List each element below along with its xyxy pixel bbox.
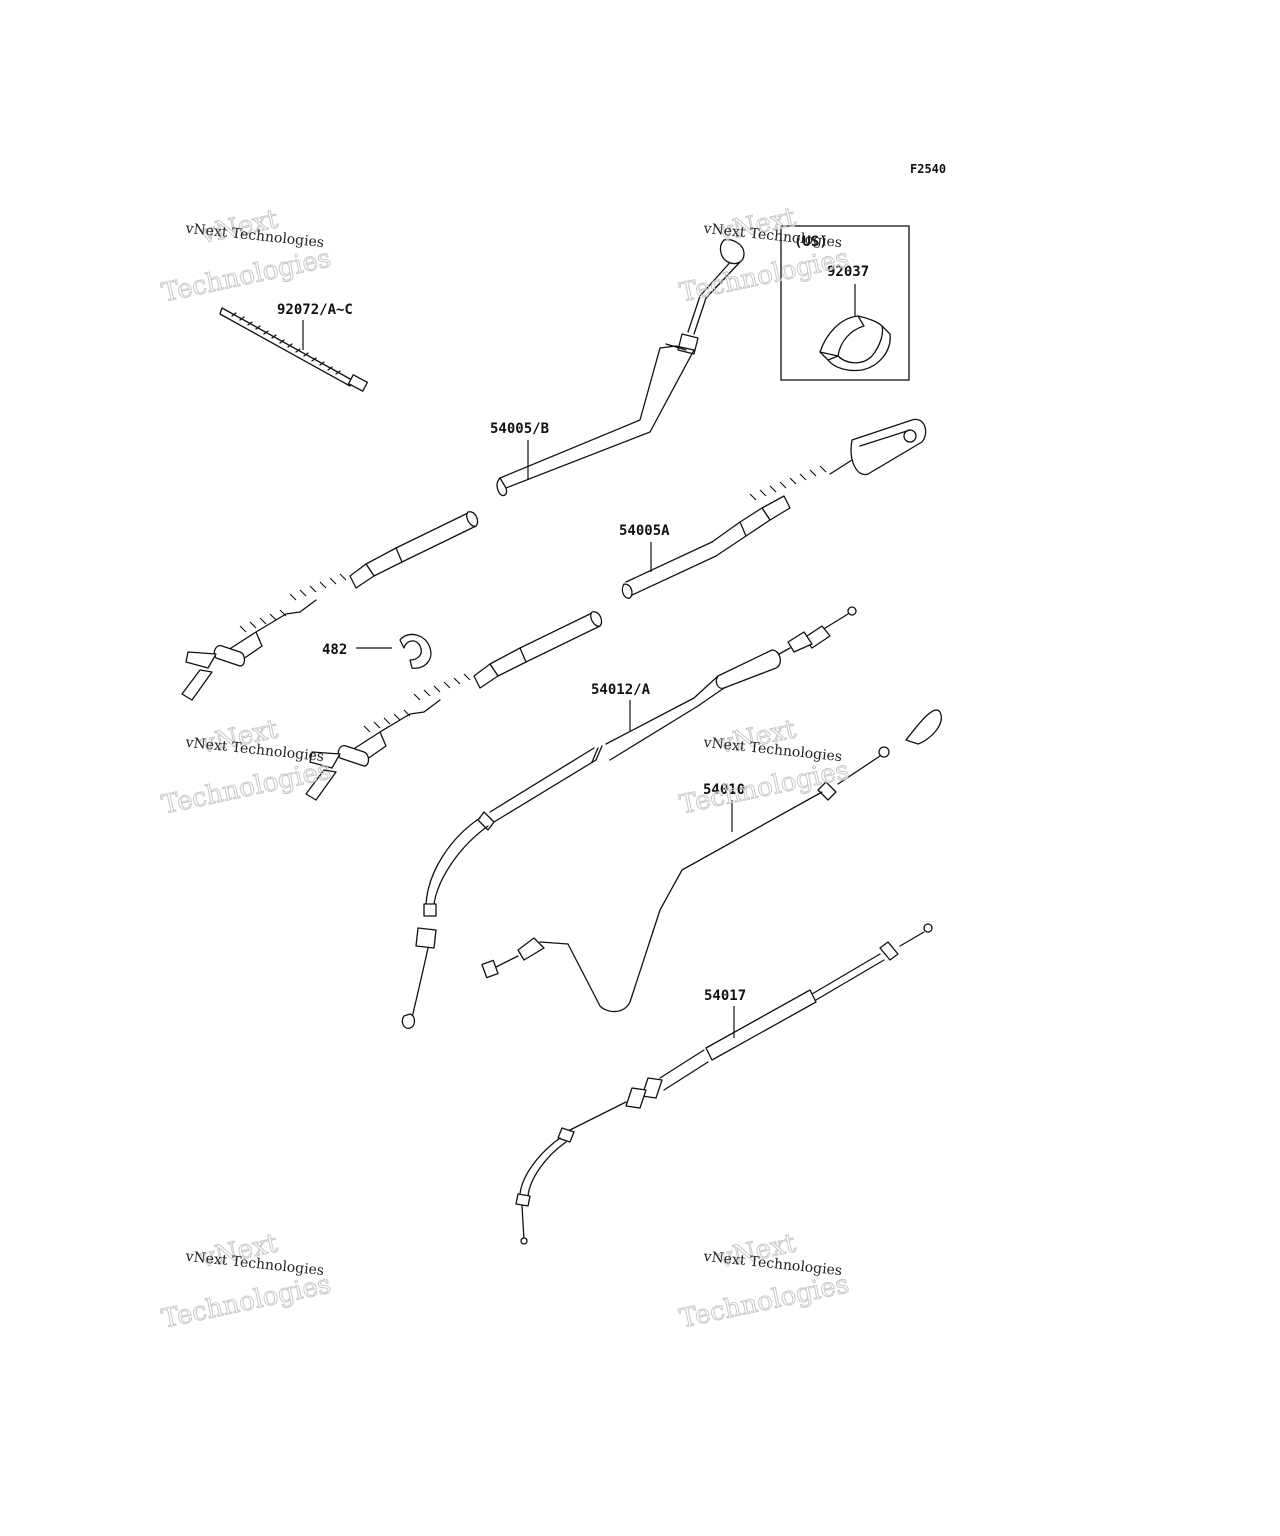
cable-54005a: 54005A — [619, 418, 927, 599]
cable-54010: 54010 — [481, 709, 942, 1013]
figure-code: F2540 — [910, 162, 946, 176]
inset-us-box: (US) 92037 — [780, 225, 910, 381]
label-54012: 54012/A — [591, 682, 651, 698]
inset-label: (US) — [794, 234, 828, 250]
clip-482: 482 — [322, 633, 432, 669]
watermark-2: vNext Technologies vNext Technologies — [677, 202, 853, 309]
label-54005b: 54005/B — [490, 421, 549, 437]
label-54005a: 54005A — [619, 523, 670, 539]
watermark-1: vNext Technologies vNext Technologies — [159, 204, 335, 309]
svg-text:Technologies: Technologies — [677, 243, 852, 308]
svg-text:Technologies: Technologies — [159, 243, 334, 308]
clamp-92037 — [819, 315, 891, 372]
label-54017: 54017 — [704, 988, 746, 1004]
svg-text:Technologies: Technologies — [159, 1269, 334, 1334]
svg-text:Technologies: Technologies — [677, 755, 852, 820]
watermark-4: vNext Technologies vNext Technologies — [677, 714, 853, 821]
watermark-3: vNext Technologies vNext Technologies — [159, 714, 335, 821]
label-92072: 92072/A~C — [277, 302, 353, 318]
cable-54005b: 54005/B — [490, 238, 745, 497]
svg-text:Technologies: Technologies — [677, 1269, 852, 1334]
cable-left-lower — [305, 611, 603, 801]
label-92037: 92037 — [827, 264, 869, 280]
label-54010: 54010 — [703, 782, 745, 798]
watermark-6: vNext Technologies vNext Technologies — [677, 1228, 853, 1335]
watermark-5: vNext Technologies vNext Technologies — [159, 1228, 335, 1335]
cable-54012: 54012/A — [401, 606, 857, 1029]
cable-left-upper — [181, 511, 479, 701]
cable-tie-92072: 92072/A~C — [219, 302, 369, 392]
label-482: 482 — [322, 642, 347, 658]
svg-text:Technologies: Technologies — [159, 755, 334, 820]
cable-54017: 54017 — [515, 923, 933, 1245]
